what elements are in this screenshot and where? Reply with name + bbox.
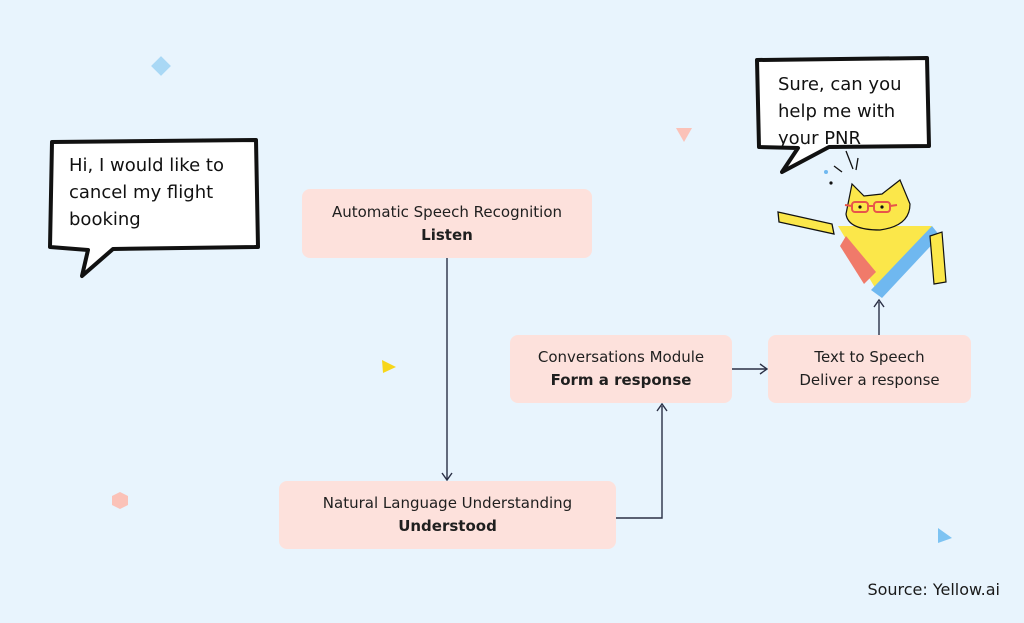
node-nlu-title: Natural Language Understanding bbox=[322, 494, 573, 512]
deco-diamond-blue bbox=[151, 56, 171, 76]
arrow-nlu-to-conv bbox=[616, 406, 663, 519]
node-conversations: Conversations Module Form a response bbox=[510, 335, 732, 403]
node-tts-title: Text to Speech bbox=[814, 348, 925, 366]
node-conversations-title: Conversations Module bbox=[537, 348, 705, 366]
bot-message-text: Sure, can you help me with your PNR bbox=[778, 74, 902, 149]
deco-hexagon-pink bbox=[112, 492, 128, 509]
source-caption: Source: Yellow.ai bbox=[867, 580, 1000, 599]
user-message-text: Hi, I would like to cancel my flight boo… bbox=[69, 155, 224, 230]
node-tts-subtitle: Deliver a response bbox=[799, 371, 940, 389]
bot-speech-bubble bbox=[755, 56, 931, 174]
node-nlu-subtitle: Understood bbox=[398, 517, 497, 535]
node-nlu: Natural Language Understanding Understoo… bbox=[279, 481, 616, 549]
connectors bbox=[446, 258, 880, 519]
node-asr-title: Automatic Speech Recognition bbox=[331, 202, 563, 221]
arrowheads bbox=[441, 298, 885, 482]
mascot-cat bbox=[777, 150, 947, 298]
deco-triangle-pink bbox=[676, 128, 692, 142]
node-asr: Automatic Speech Recognition Listen bbox=[302, 189, 592, 258]
node-conversations-subtitle: Form a response bbox=[550, 371, 692, 389]
node-asr-subtitle: Listen bbox=[421, 225, 473, 244]
deco-triangle-blue bbox=[938, 528, 952, 543]
user-speech-bubble bbox=[48, 138, 260, 278]
deco-triangle-yellow bbox=[382, 360, 396, 373]
node-tts: Text to Speech Deliver a response bbox=[768, 335, 971, 403]
